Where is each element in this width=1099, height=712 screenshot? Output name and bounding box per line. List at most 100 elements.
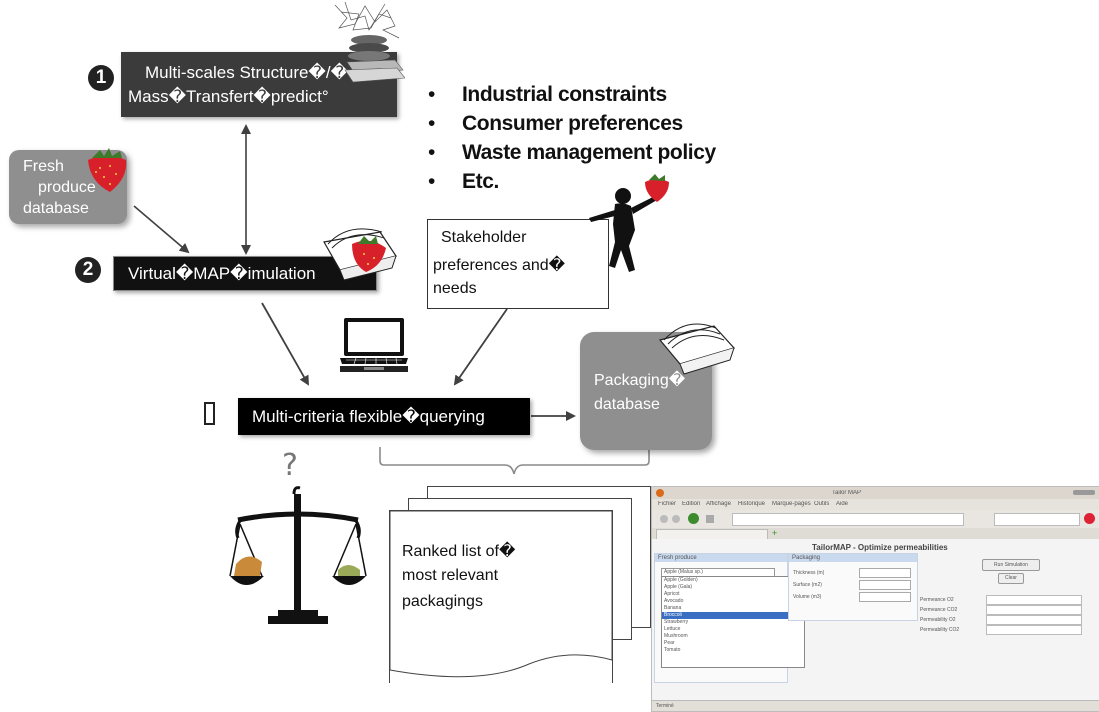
perm-label: Permeance O2 xyxy=(920,597,954,603)
produce-dropdown-list[interactable]: Apple (Golden) Apple (Gala) Apricot Avoc… xyxy=(661,576,805,668)
perm-input[interactable] xyxy=(986,595,1082,605)
balance-scale-icon xyxy=(229,486,367,624)
step3-box: Multi-criteria flexible�querying xyxy=(238,398,530,435)
dropdown-option[interactable]: Banana xyxy=(664,605,682,611)
stop-icon xyxy=(1084,513,1095,524)
dropdown-option[interactable]: Tomato xyxy=(664,647,681,653)
dropdown-option[interactable]: Apple (Gala) xyxy=(664,584,693,590)
perm-label: Permeability O2 xyxy=(920,617,956,623)
dropdown-option[interactable]: Mushroom xyxy=(664,633,688,639)
screenshot-app-title: TailorMAP - Optimize permeabilities xyxy=(812,543,948,552)
empty-punnet-picture xyxy=(658,323,736,375)
produce-select-value: Apple (Malus sp.) xyxy=(664,569,703,575)
packaging-panel: Packaging Thickness (m) Surface (m2) Vol… xyxy=(788,553,918,621)
question-mark: ? xyxy=(282,448,298,483)
dropdown-option[interactable]: Apricot xyxy=(664,591,680,597)
step1-box: Multi-scales Structure�/� Mass�Transfert… xyxy=(121,52,397,117)
home-icon xyxy=(706,515,714,523)
strawberry-icon xyxy=(88,148,127,192)
screenshot-window-title: Tailor MAP xyxy=(832,490,862,496)
app-screenshot: Tailor MAP Fichier Édition Affichage His… xyxy=(651,486,1099,712)
step2-label: Virtual�MAP�imulation xyxy=(128,264,316,283)
number-two-icon: 2 xyxy=(75,257,101,283)
arrow-stakeholder-to-query xyxy=(453,308,508,386)
forward-icon xyxy=(672,515,680,523)
constraint-item: •Etc. xyxy=(428,170,499,193)
run-simulation-button[interactable]: Run Simulation xyxy=(982,559,1040,571)
screenshot-navbar xyxy=(652,510,1099,528)
dropdown-option[interactable]: Strawberry xyxy=(664,619,689,625)
packaging-db-line: database xyxy=(594,396,660,413)
constraint-item: •Waste management policy xyxy=(428,141,716,164)
screenshot-content: TailorMAP - Optimize permeabilities Fres… xyxy=(652,539,1099,701)
stakeholder-box: Stakeholder preferences and� needs xyxy=(427,219,609,309)
panel-header: Packaging xyxy=(789,554,917,562)
arrow-sim-to-query xyxy=(261,302,309,386)
url-bar[interactable] xyxy=(732,513,964,526)
menu-item: Outils xyxy=(814,501,830,507)
person-silhouette-icon xyxy=(589,174,669,272)
clear-button[interactable]: Clear xyxy=(998,573,1024,584)
field-label: Surface (m2) xyxy=(793,582,822,588)
fresh-produce-panel: Fresh produce Apple (Malus sp.) Apple (G… xyxy=(654,553,805,683)
step1-line1: Multi-scales Structure�/� xyxy=(145,63,349,82)
arrow-fresh-to-sim xyxy=(133,205,190,254)
step1-number: 1 xyxy=(88,65,114,91)
menu-item: Aide xyxy=(836,501,849,507)
laptop-icon xyxy=(340,318,408,372)
stakeholder-line: needs xyxy=(433,280,477,297)
number-one-icon: 1 xyxy=(88,65,114,91)
dropdown-option[interactable]: Apple (Golden) xyxy=(664,577,698,583)
menu-item: Historique xyxy=(738,501,766,507)
back-icon xyxy=(660,515,668,523)
stakeholder-line: Stakeholder xyxy=(441,229,527,246)
search-box[interactable] xyxy=(994,513,1080,526)
status-text: Terminé xyxy=(656,703,674,709)
perm-label: Permeability CO2 xyxy=(920,627,960,633)
document-wavy-outline xyxy=(389,510,613,678)
step2-number: 2 xyxy=(75,257,101,283)
dropdown-option[interactable]: Pear xyxy=(664,640,675,646)
screenshot-titlebar: Tailor MAP xyxy=(652,487,1099,499)
ranked-line: most relevant xyxy=(402,567,499,584)
run-simulation-label: Run Simulation xyxy=(994,562,1028,568)
dropdown-option[interactable]: Avocado xyxy=(664,598,684,604)
surface-input[interactable] xyxy=(859,580,911,590)
packaging-db-line: Packaging� xyxy=(594,372,686,389)
strawberry-punnet-picture xyxy=(323,228,397,281)
reload-icon xyxy=(688,513,699,524)
field-label: Thickness (m) xyxy=(793,570,825,576)
dropdown-option-selected[interactable]: Broccoli xyxy=(662,612,804,619)
step3-label: Multi-criteria flexible�querying xyxy=(252,407,485,426)
perm-input[interactable] xyxy=(986,615,1082,625)
film-structure-picture xyxy=(334,1,405,83)
constraints-list: •Industrial constraints •Consumer prefer… xyxy=(428,80,716,196)
clear-label: Clear xyxy=(1005,575,1017,581)
perm-input[interactable] xyxy=(986,625,1082,635)
screenshot-statusbar: Terminé xyxy=(652,700,1099,711)
window-controls xyxy=(1073,490,1095,495)
new-tab-icon[interactable]: + xyxy=(772,528,778,538)
volume-input[interactable] xyxy=(859,592,911,602)
menu-item: Édition xyxy=(682,501,701,507)
menu-item: Fichier xyxy=(658,501,677,507)
perm-input[interactable] xyxy=(986,605,1082,615)
panel-header: Fresh produce xyxy=(655,554,787,562)
step1-line2: Mass�Transfert�predict° xyxy=(128,87,329,106)
step2-box: Virtual�MAP�imulation xyxy=(113,256,377,291)
screenshot-menubar: Fichier Édition Affichage Historique Mar… xyxy=(652,499,1099,510)
constraint-item: •Industrial constraints xyxy=(428,83,667,106)
perm-label: Permeance CO2 xyxy=(920,607,958,613)
screenshot-tabbar: + xyxy=(652,528,1099,541)
thickness-input[interactable] xyxy=(859,568,911,578)
menu-item: Affichage xyxy=(706,501,731,507)
dropdown-option[interactable]: Lettuce xyxy=(664,626,681,632)
constraint-item: •Consumer preferences xyxy=(428,112,683,135)
fresh-db-line: produce xyxy=(38,179,96,196)
menu-item: Marque-pages xyxy=(772,501,811,507)
field-label: Volume (m3) xyxy=(793,594,822,600)
ranked-line: packagings xyxy=(402,593,483,610)
stakeholder-line: preferences and� xyxy=(433,257,566,274)
fresh-db-line: database xyxy=(23,200,89,217)
